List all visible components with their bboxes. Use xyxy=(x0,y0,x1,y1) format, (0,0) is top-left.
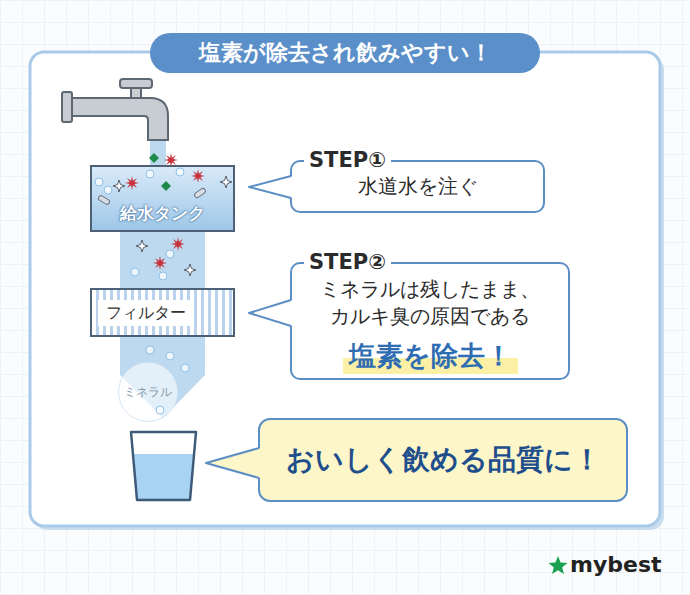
callout-box: STEP①水道水を注ぐ xyxy=(290,160,545,213)
bubble-label: ミネラル xyxy=(124,384,172,400)
step-heading: STEP① xyxy=(304,146,391,174)
brand-logo: mybest xyxy=(570,551,662,579)
result-callout: おいしく飲める品質に！ xyxy=(258,418,628,502)
callout-tail xyxy=(249,176,293,198)
callout-tail xyxy=(249,300,293,326)
mineral-bubble: ミネラル xyxy=(118,362,178,422)
result-text: おいしく飲める品質に！ xyxy=(286,442,601,478)
outer-frame xyxy=(30,52,660,526)
glass-water xyxy=(134,454,193,500)
water-pour xyxy=(150,141,166,167)
step-text: ミネラルは残したまま、 カルキ臭の原因である xyxy=(310,276,550,330)
logo-star xyxy=(549,556,568,574)
tank-label: 給水タンク xyxy=(120,202,205,224)
highlight-text: 塩素を除去！ xyxy=(343,338,518,374)
filter-box: フィルター xyxy=(90,288,235,337)
filter-label: フィルター xyxy=(98,300,194,326)
particles xyxy=(95,153,232,414)
step-text: 水道水を注ぐ xyxy=(358,173,478,200)
callout-tail xyxy=(206,448,261,478)
callout-box: STEP②ミネラルは残したまま、 カルキ臭の原因である塩素を除去！ xyxy=(290,262,570,380)
tank-box: 給水タンク xyxy=(90,165,235,232)
water-stream xyxy=(120,232,205,288)
glass xyxy=(131,432,196,500)
faucet xyxy=(62,79,168,140)
step-heading: STEP② xyxy=(304,248,391,276)
title-banner: 塩素が除去され飲みやすい！ xyxy=(150,33,540,73)
